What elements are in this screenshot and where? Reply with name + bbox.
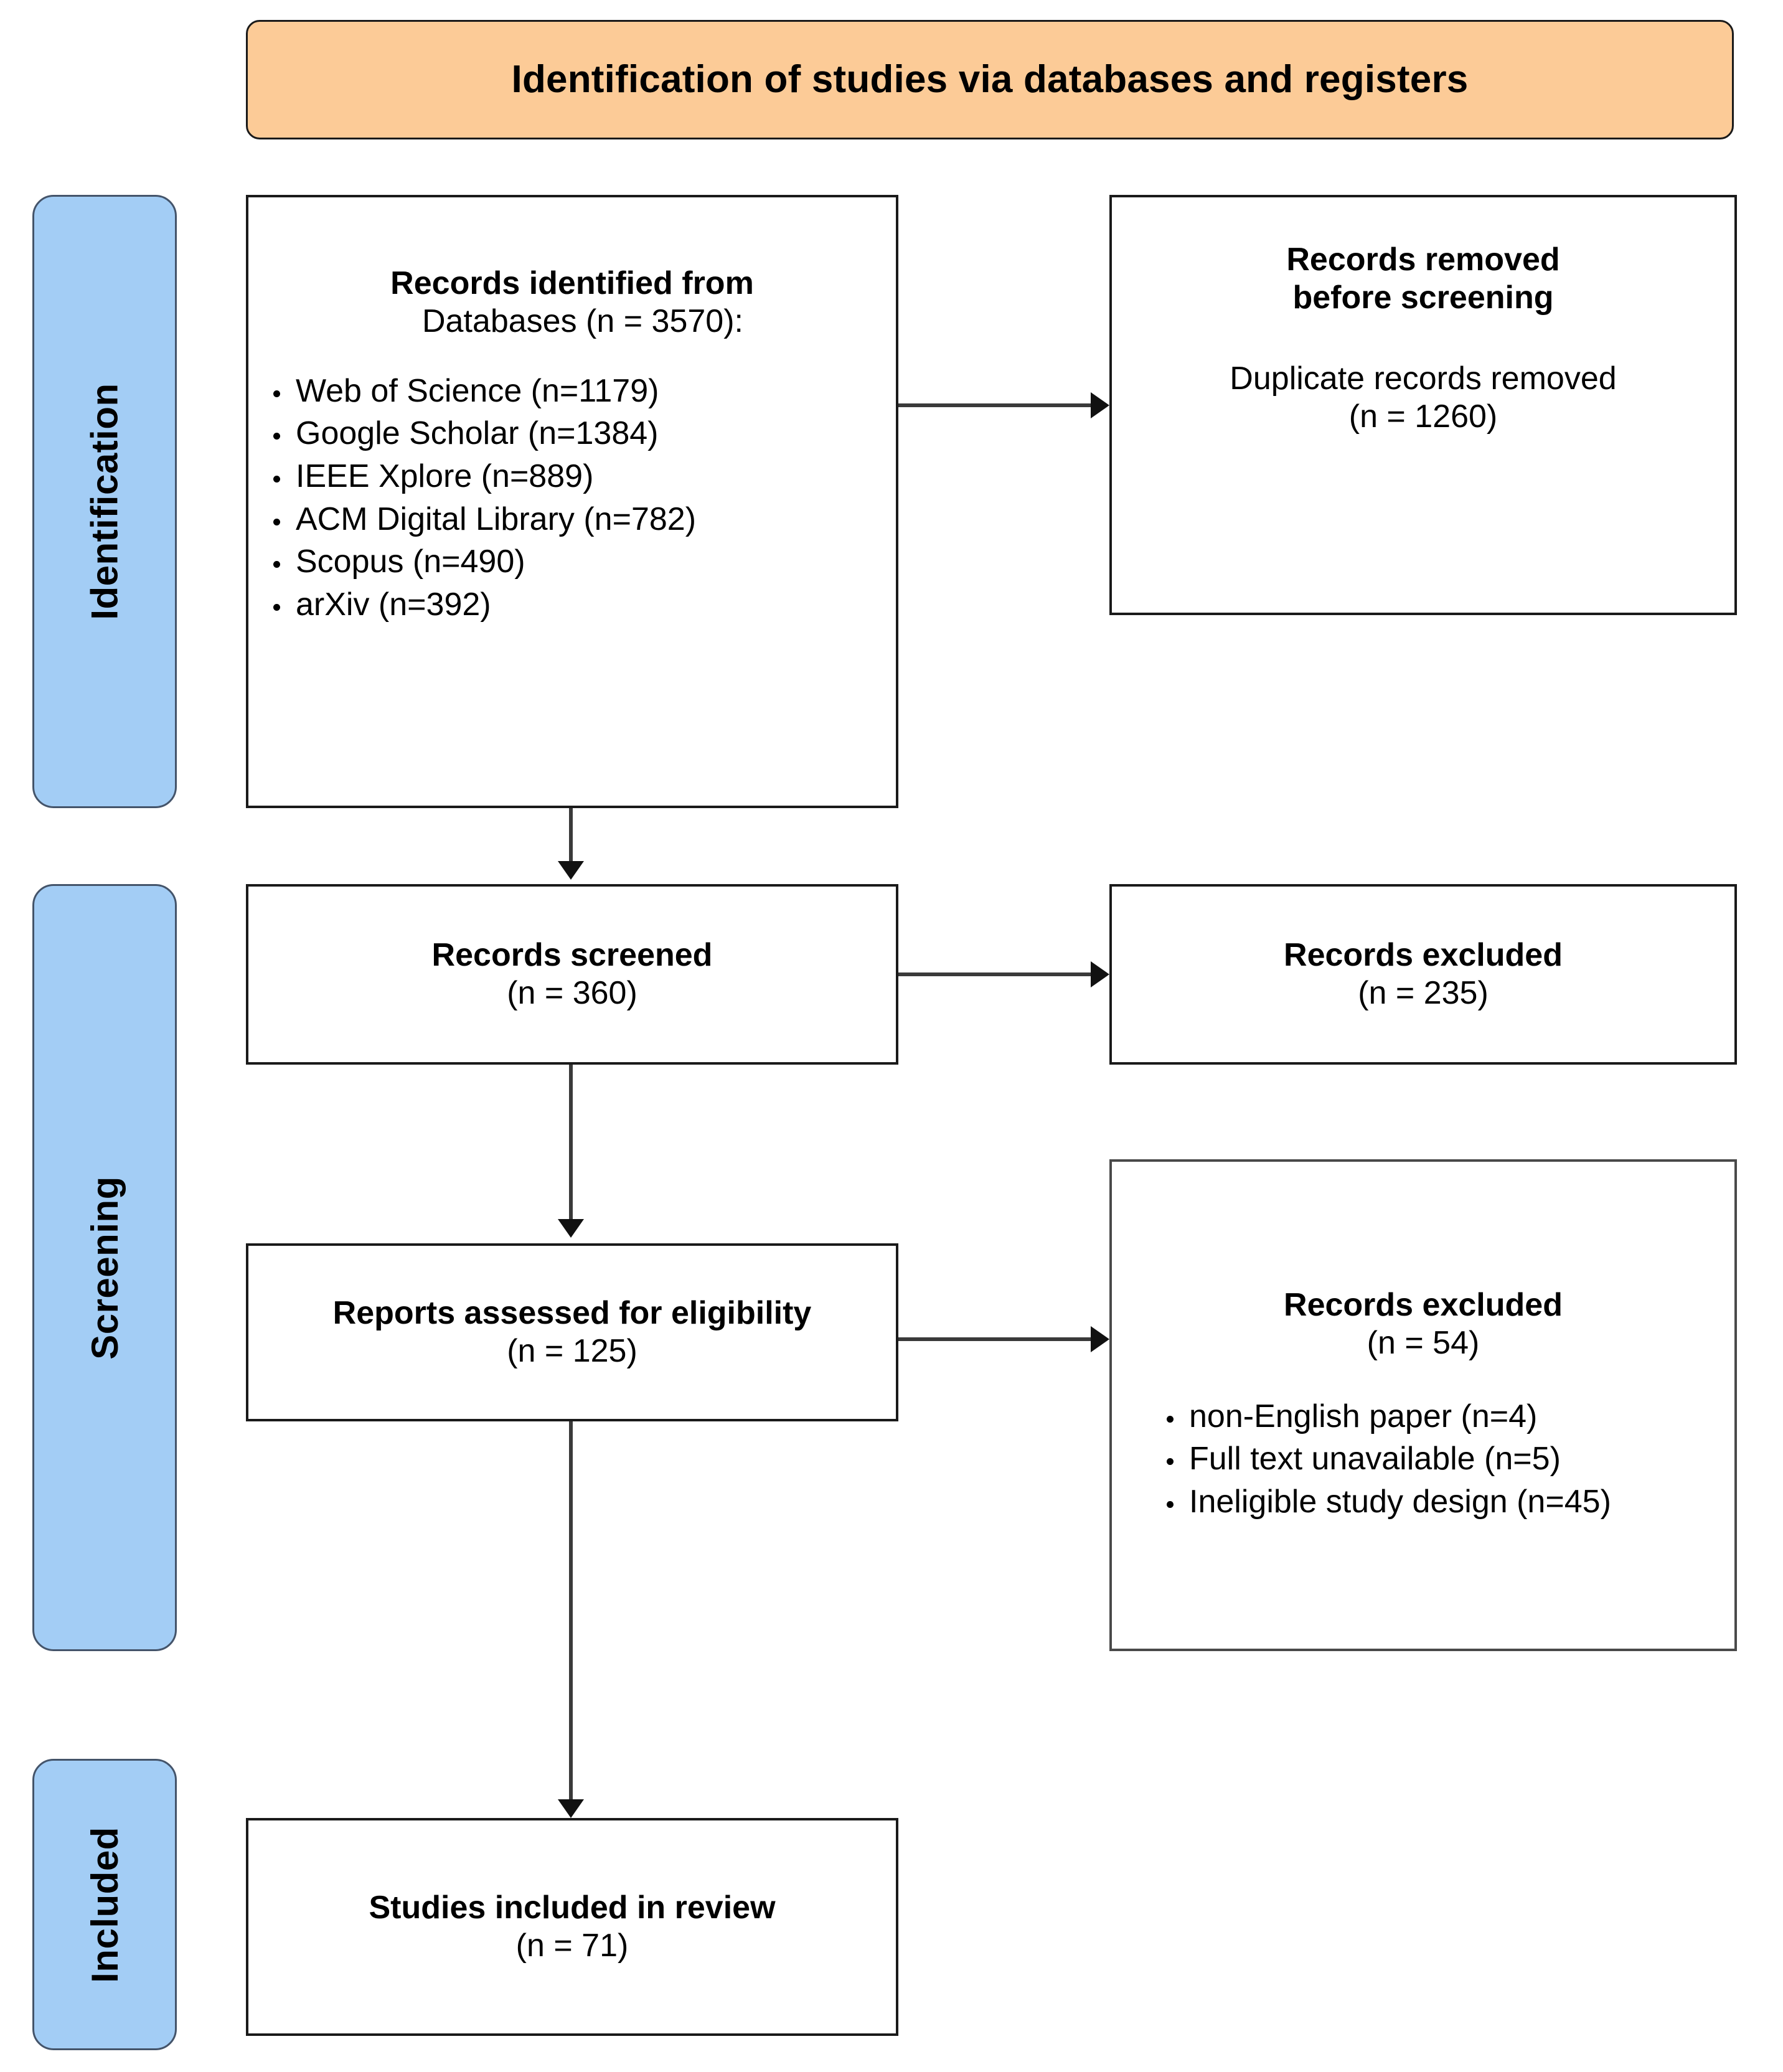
records-identified-sources: Web of Science (n=1179) Google Scholar (…: [248, 370, 896, 626]
records-screened-count: (n = 360): [507, 975, 637, 1011]
studies-included-count: (n = 71): [515, 1928, 629, 1964]
arrowhead-identified-to-screened: [558, 861, 584, 880]
connector-eligibility-to-included: [569, 1421, 573, 1801]
exclusion-reasons: non-English paper (n=4) Full text unavai…: [1112, 1395, 1734, 1523]
studies-included-heading: Studies included in review: [369, 1889, 776, 1926]
connector-screened-to-eligibility: [569, 1065, 573, 1220]
box-reports-assessed-eligibility: Reports assessed for eligibility (n = 12…: [246, 1243, 898, 1421]
exclusion-reason-list: non-English paper (n=4) Full text unavai…: [1155, 1395, 1734, 1523]
phase-label-included-text: Included: [83, 1826, 126, 1983]
diagram-title: Identification of studies via databases …: [511, 57, 1469, 101]
records-excluded-eligibility-count: (n = 54): [1367, 1325, 1480, 1362]
spacer: [1112, 318, 1734, 360]
database-source-list: Web of Science (n=1179) Google Scholar (…: [262, 370, 896, 626]
arrowhead-eligibility-to-excluded: [1091, 1326, 1109, 1352]
box-records-screened: Records screened (n = 360): [246, 884, 898, 1065]
diagram-header-banner: Identification of studies via databases …: [246, 20, 1734, 139]
list-item: ACM Digital Library (n=782): [262, 498, 896, 541]
arrowhead-screened-to-excluded: [1091, 961, 1109, 987]
records-removed-detail-count: (n = 1260): [1348, 398, 1498, 435]
box-records-excluded-screening: Records excluded (n = 235): [1109, 884, 1737, 1065]
box-records-identified: Records identified from Databases (n = 3…: [246, 195, 898, 808]
arrowhead-identified-to-removed: [1091, 392, 1109, 418]
reports-eligibility-count: (n = 125): [507, 1333, 637, 1369]
list-item: Google Scholar (n=1384): [262, 412, 896, 455]
list-item: IEEE Xplore (n=889): [262, 455, 896, 498]
arrowhead-eligibility-to-included: [558, 1799, 584, 1818]
list-item: Web of Science (n=1179): [262, 370, 896, 413]
connector-identified-to-removed: [898, 403, 1093, 407]
phase-label-screening: Screening: [32, 884, 177, 1651]
reports-eligibility-heading: Reports assessed for eligibility: [332, 1294, 812, 1331]
phase-label-included: Included: [32, 1759, 177, 2050]
connector-identified-to-screened: [569, 808, 573, 863]
connector-screened-to-excluded: [898, 972, 1093, 976]
records-removed-heading-line1: Records removed: [1286, 242, 1560, 278]
list-item: Full text unavailable (n=5): [1155, 1438, 1734, 1481]
list-item: arXiv (n=392): [262, 583, 896, 626]
records-screened-heading: Records screened: [431, 936, 713, 973]
records-identified-heading: Records identified from: [390, 265, 754, 301]
records-removed-heading-line2: before screening: [1292, 280, 1554, 316]
box-studies-included: Studies included in review (n = 71): [246, 1818, 898, 2036]
list-item: Scopus (n=490): [262, 540, 896, 583]
phase-label-screening-text: Screening: [83, 1175, 126, 1360]
box-records-removed: Records removed before screening Duplica…: [1109, 195, 1737, 615]
box-records-excluded-eligibility: Records excluded (n = 54) non-English pa…: [1109, 1159, 1737, 1651]
phase-label-identification: Identification: [32, 195, 177, 808]
records-excluded-screening-count: (n = 235): [1358, 975, 1489, 1011]
records-excluded-eligibility-heading: Records excluded: [1284, 1287, 1563, 1323]
phase-label-identification-text: Identification: [83, 383, 126, 620]
list-item: Ineligible study design (n=45): [1155, 1481, 1734, 1523]
records-removed-detail-line1: Duplicate records removed: [1230, 360, 1617, 397]
connector-eligibility-to-excluded: [898, 1337, 1093, 1341]
arrowhead-screened-to-eligibility: [558, 1219, 584, 1238]
records-identified-subheading: Databases (n = 3570):: [422, 303, 743, 340]
list-item: non-English paper (n=4): [1155, 1395, 1734, 1438]
records-excluded-screening-heading: Records excluded: [1284, 936, 1563, 973]
